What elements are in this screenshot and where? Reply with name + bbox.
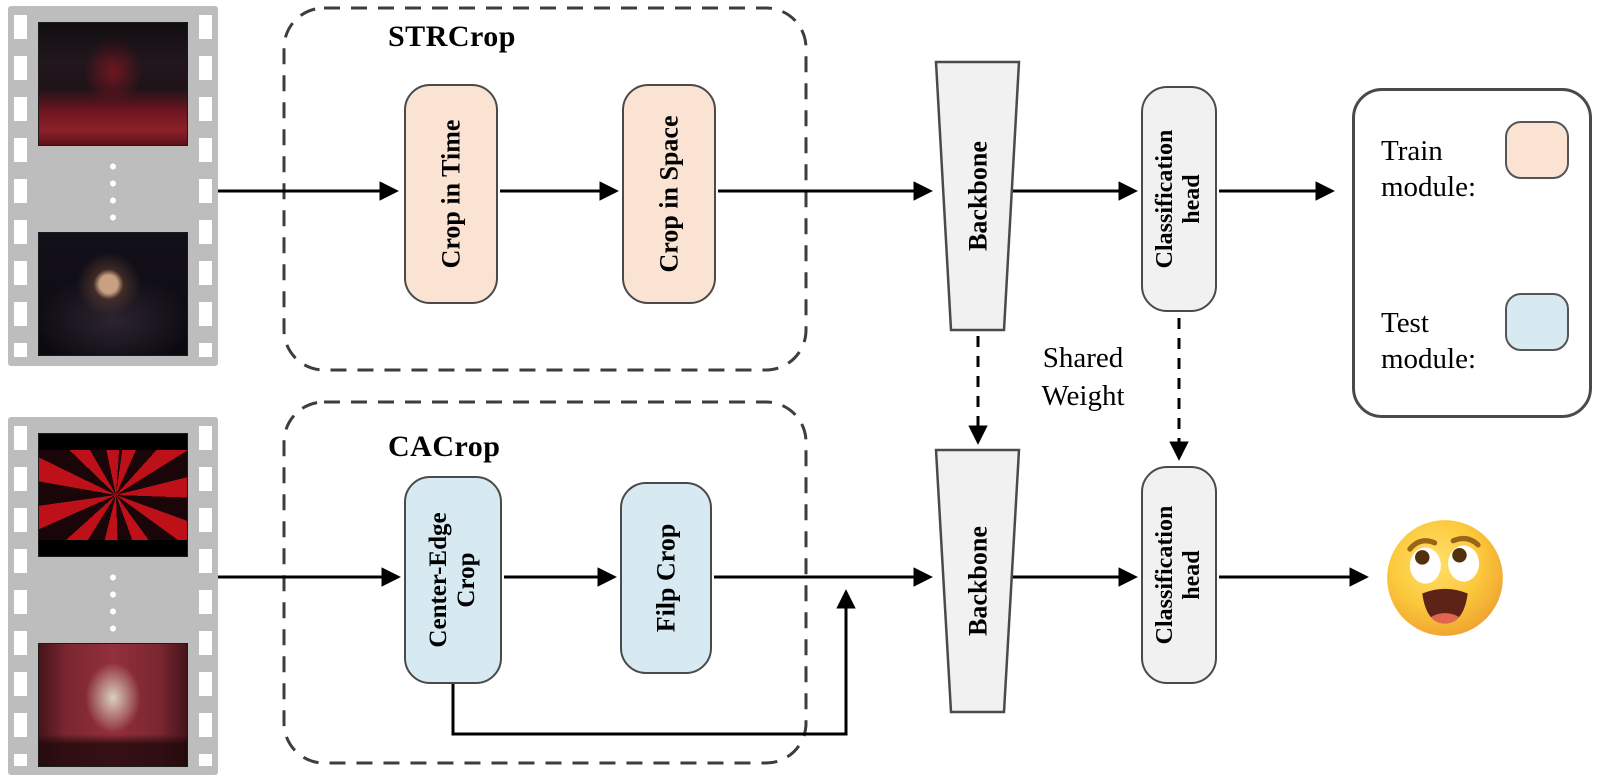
shared-weight-label: Shared Weight — [1041, 342, 1125, 412]
shocked-face-emoji-icon — [1383, 516, 1507, 640]
strcrop-title: STRCrop — [388, 20, 516, 53]
arrow-centeredge-bypass — [451, 589, 856, 736]
classification-head-bottom-box: Classification head — [1141, 466, 1217, 684]
video-frame-tunnel-scene — [38, 433, 188, 557]
cacrop-title: CACrop — [388, 430, 501, 463]
ellipsis-dots-icon — [109, 158, 117, 224]
center-edge-crop-box: Center-Edge Crop — [404, 476, 502, 684]
legend-test-swatch — [1505, 293, 1569, 351]
video-frame-hallway-scene — [38, 643, 188, 767]
classification-head-top-box: Classification head — [1141, 86, 1217, 312]
film-sprocket-holes-icon — [199, 15, 212, 357]
legend-box: Train module: Test module: — [1352, 88, 1592, 418]
legend-train-label: Train module: — [1381, 135, 1477, 204]
film-strip-top — [8, 6, 218, 366]
video-frame-hall-scene — [38, 22, 188, 146]
center-edge-crop-label: Center-Edge Crop — [425, 512, 480, 648]
crop-in-time-box: Crop in Time — [404, 84, 498, 304]
film-strip-bottom — [8, 417, 218, 775]
backbone-top-shape — [934, 60, 1021, 332]
video-frame-driving-scene — [38, 232, 188, 356]
strcrop-dashed-box — [282, 6, 808, 372]
backbone-bottom-shape — [934, 448, 1021, 714]
film-sprocket-holes-icon — [14, 15, 27, 357]
crop-in-time-label: Crop in Time — [436, 119, 466, 269]
crop-in-space-label: Crop in Space — [654, 115, 684, 273]
flip-crop-box: Filp Crop — [620, 482, 712, 674]
crop-in-space-box: Crop in Space — [622, 84, 716, 304]
ellipsis-dots-icon — [109, 569, 117, 635]
film-sprocket-holes-icon — [14, 426, 27, 766]
cacrop-dashed-box — [282, 400, 808, 765]
legend-train-swatch — [1505, 121, 1569, 179]
legend-test-label: Test module: — [1381, 307, 1477, 376]
classification-head-bottom-label: Classification head — [1152, 505, 1205, 645]
flip-crop-label: Filp Crop — [651, 523, 681, 633]
classification-head-top-label: Classification head — [1152, 129, 1205, 269]
shocked-face-emoji-svg — [1387, 520, 1503, 636]
film-sprocket-holes-icon — [199, 426, 212, 766]
